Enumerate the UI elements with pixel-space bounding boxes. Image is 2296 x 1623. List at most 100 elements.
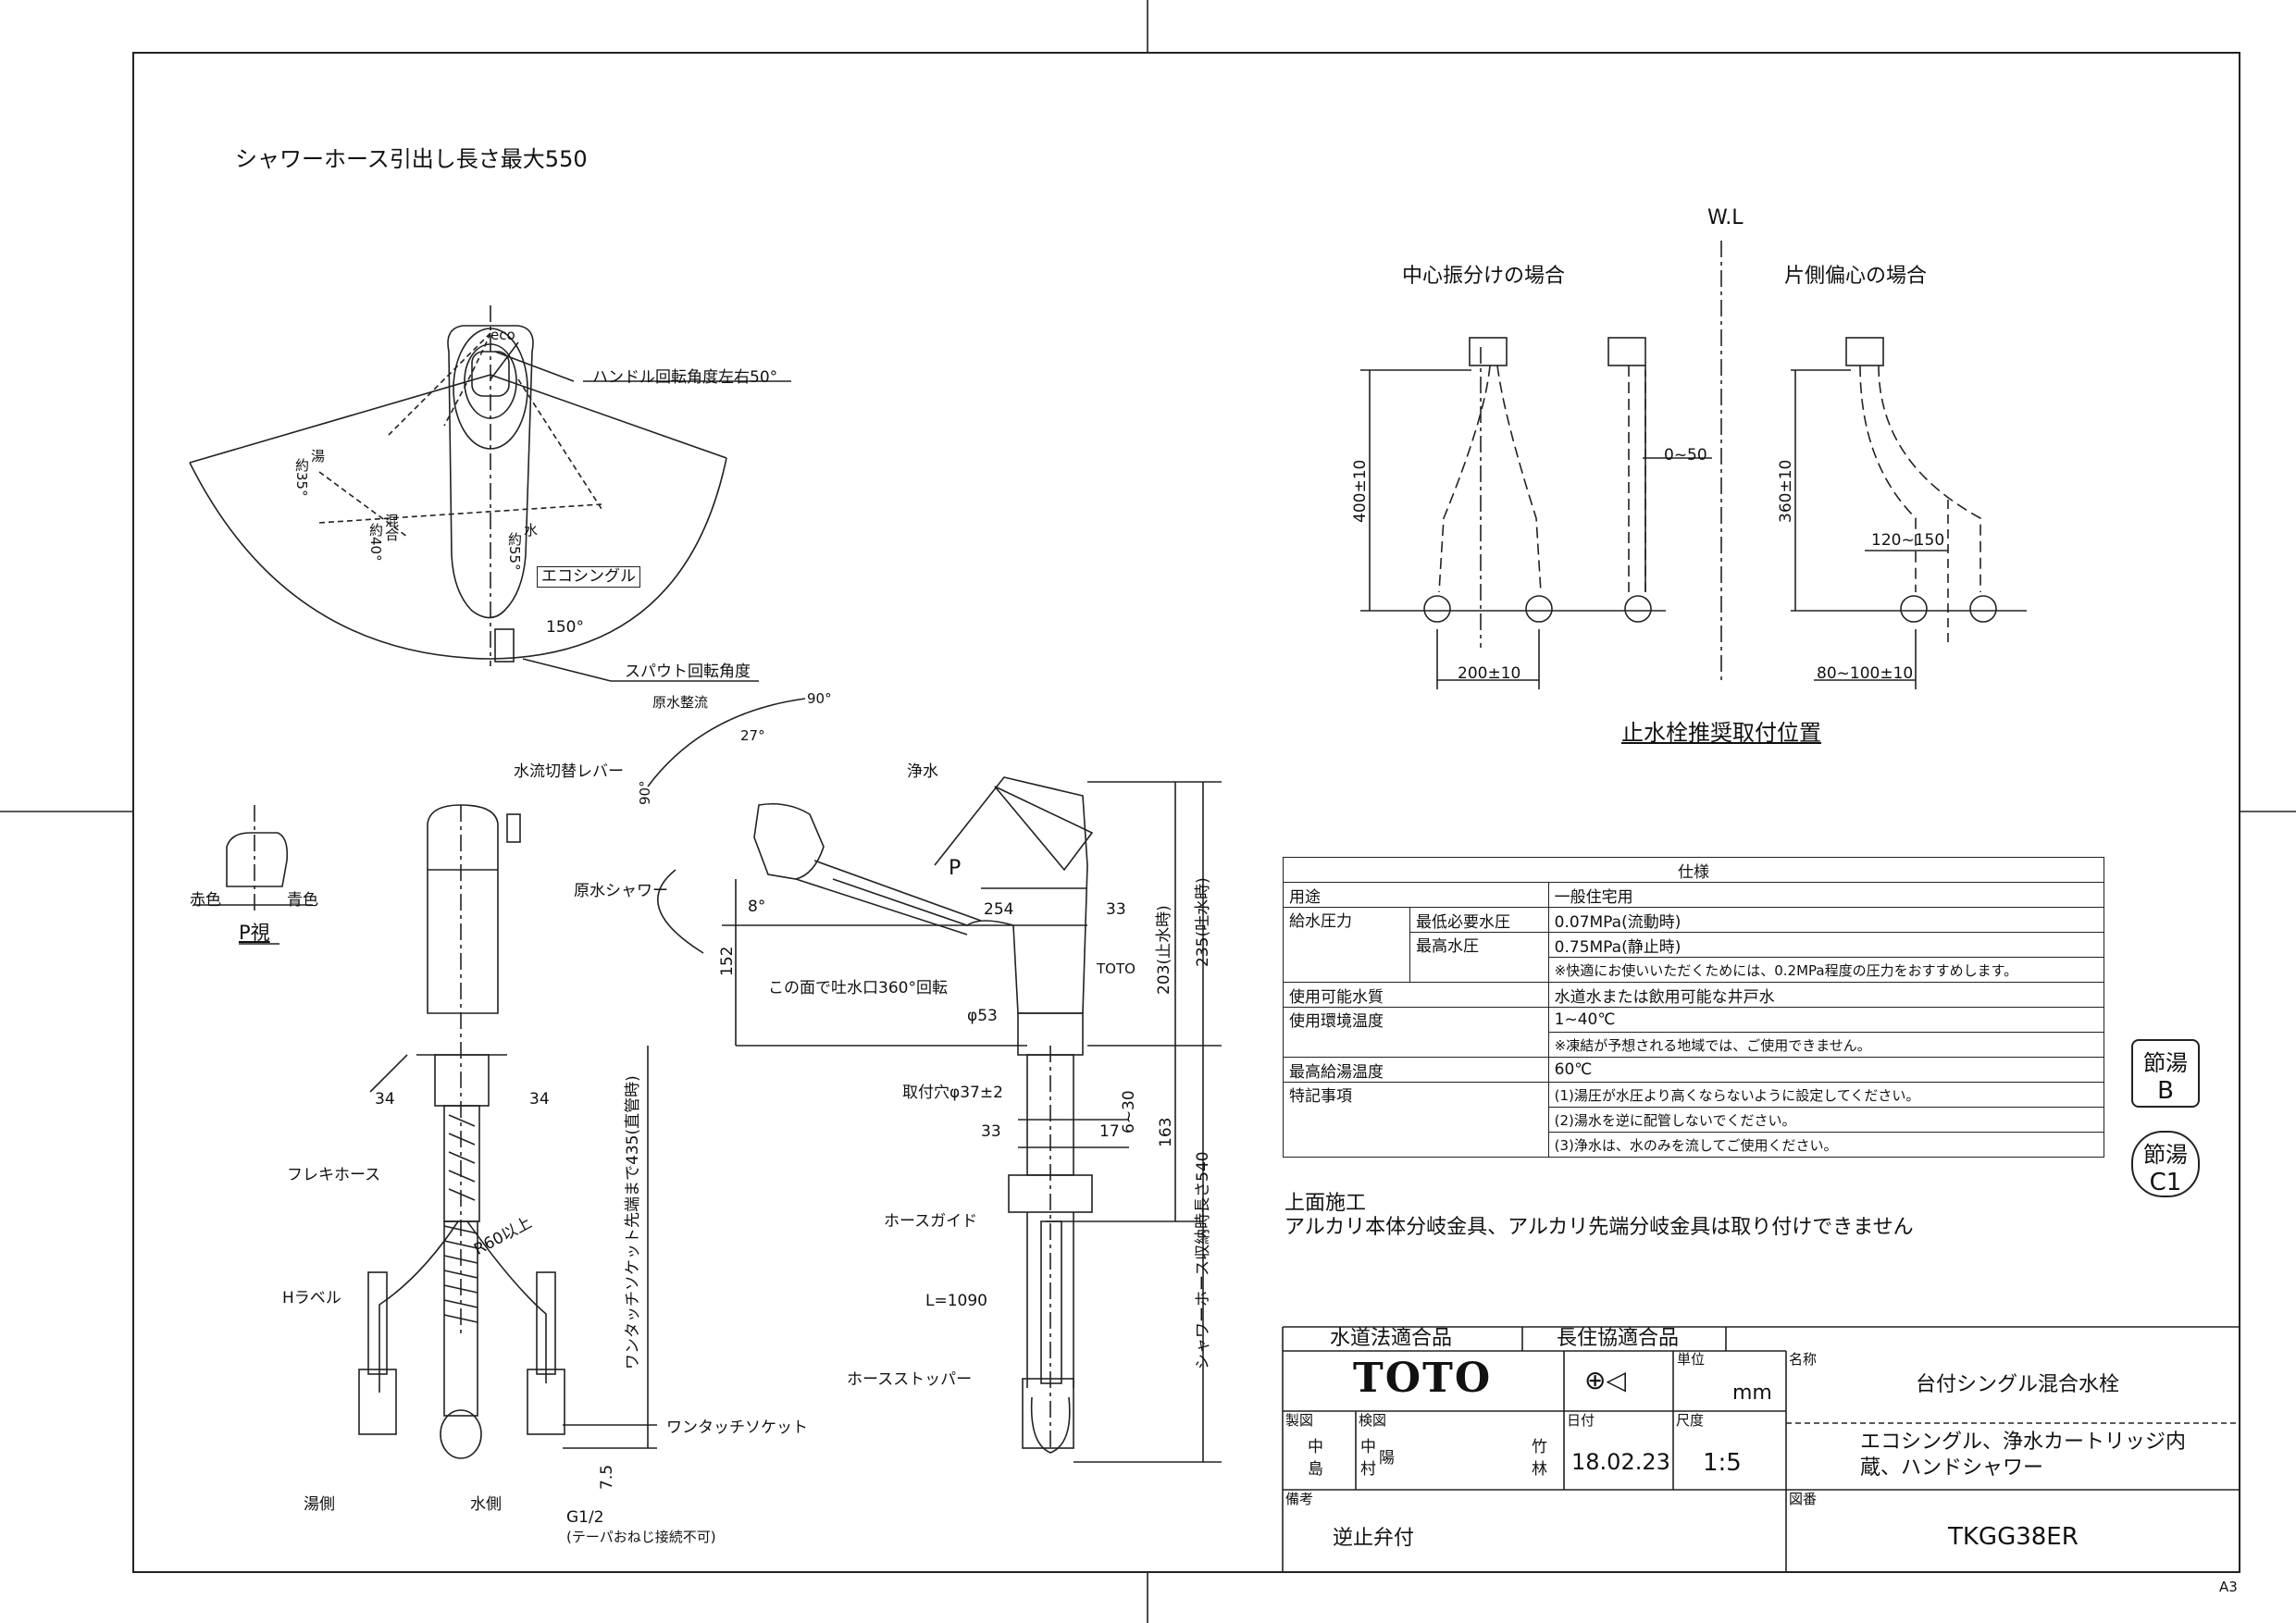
offset-case-title: 片側偏心の場合 bbox=[1784, 265, 1928, 288]
checked-by-d: 林 bbox=[1532, 1460, 1547, 1479]
max-pressure-value: 0.75MPa(静止時) bbox=[1547, 932, 2105, 958]
special-label: 特記事項 bbox=[1283, 1082, 1549, 1158]
angle-90-left: 90° bbox=[637, 780, 653, 805]
eco-single-box: エコシングル bbox=[537, 566, 640, 588]
unit-label: 単位 bbox=[1677, 1351, 1706, 1368]
flexi-hose-label: フレキホース bbox=[287, 1166, 381, 1184]
scale-label: 尺度 bbox=[1676, 1412, 1705, 1429]
min-pressure-value: 0.07MPa(流動時) bbox=[1547, 907, 2105, 933]
env-temp-note: ※凍結が予想される地域では、ご使用できません。 bbox=[1547, 1032, 2105, 1058]
spout-angle-value: 150° bbox=[546, 618, 584, 637]
hot-label: 湯 bbox=[309, 449, 326, 463]
spout-angle-label: スパウト回転角度 bbox=[625, 663, 751, 681]
eco-label: eco bbox=[490, 327, 515, 343]
water-saving-c1-stamp: 節湯 C1 bbox=[2131, 1131, 2200, 1197]
cold-label: 水 bbox=[522, 523, 539, 537]
stamp-c1-top: 節湯 bbox=[2143, 1142, 2188, 1168]
red-label: 赤色 bbox=[190, 891, 221, 910]
lever-label: 水流切替レバー bbox=[514, 762, 624, 781]
spec-title: 仕様 bbox=[1283, 857, 2104, 883]
handle-angle-label: ハンドル回転角度左右50° bbox=[592, 368, 778, 387]
dim-0-50: 0~50 bbox=[1664, 446, 1707, 465]
dim-200: 200±10 bbox=[1458, 664, 1521, 683]
angle-8: 8° bbox=[748, 898, 766, 916]
one-touch-length-label: ワンタッチソケット先端まで435(直管時) bbox=[624, 1075, 642, 1369]
max-hot-value: 60℃ bbox=[1547, 1057, 2105, 1083]
hose-guide-label: ホースガイド bbox=[884, 1212, 978, 1231]
checked-by-b: 村 bbox=[1360, 1460, 1376, 1479]
date-value: 18.02.23 bbox=[1571, 1449, 1670, 1475]
raw-shower-label: 原水シャワー bbox=[574, 882, 668, 900]
dim-400: 400±10 bbox=[1351, 459, 1370, 523]
angle-27: 27° bbox=[740, 727, 765, 744]
checked-by-a: 中 bbox=[1360, 1438, 1376, 1456]
p-arrow-label: P bbox=[949, 857, 962, 880]
dim-120-150: 120~150 bbox=[1871, 531, 1945, 550]
valve-position-caption: 止水栓推奨取付位置 bbox=[1621, 720, 1821, 746]
dim-163: 163 bbox=[1157, 1117, 1175, 1147]
unit-value: mm bbox=[1732, 1381, 1772, 1405]
checked-by-c: 竹 bbox=[1532, 1438, 1547, 1456]
valve-position-drawing bbox=[1360, 241, 2027, 689]
housing-compliance: 長住協適合品 bbox=[1557, 1327, 1680, 1350]
dim-80-100: 80~100±10 bbox=[1817, 664, 1914, 683]
pressure-note: ※快適にお使いいただくためには、0.2MPa程度の圧力をおすすめします。 bbox=[1547, 957, 2105, 983]
stamp-b-bottom: B bbox=[2157, 1077, 2174, 1105]
top-view-drawing bbox=[189, 305, 791, 682]
product-desc-line-3: 蔵、ハンドシャワー bbox=[1860, 1456, 2044, 1480]
special-note-1: (1)湯圧が水圧より高くならないように設定してください。 bbox=[1547, 1082, 2105, 1108]
product-desc-line-2: エコシングル、浄水カートリッジ内 bbox=[1860, 1431, 2187, 1454]
use-value: 一般住宅用 bbox=[1547, 882, 2105, 908]
dim-254: 254 bbox=[984, 900, 1014, 919]
h-label: Hラベル bbox=[282, 1289, 341, 1307]
phi-53: φ53 bbox=[967, 1007, 998, 1025]
toto-logo: TOTO bbox=[1353, 1355, 1493, 1402]
dim-33-bottom: 33 bbox=[981, 1122, 1001, 1141]
min-pressure-label: 最低必要水圧 bbox=[1409, 907, 1549, 933]
dim-6-30: 6~30 bbox=[1120, 1090, 1138, 1134]
angle-90-top: 90° bbox=[807, 690, 832, 707]
mixed-angle-label: 約40° bbox=[367, 523, 384, 562]
dim-34-left: 34 bbox=[375, 1090, 395, 1109]
p-view-caption: P視 bbox=[239, 922, 270, 944]
water-level-label: W.L bbox=[1707, 206, 1744, 229]
thread-label: G1/2 bbox=[566, 1508, 604, 1527]
drawing-number: TKGG38ER bbox=[1948, 1523, 2079, 1551]
title-block-lines bbox=[1282, 1326, 2240, 1572]
hot-side-label: 湯側 bbox=[304, 1495, 335, 1514]
special-note-3: (3)浄水は、水のみを流してご使用ください。 bbox=[1547, 1132, 2105, 1158]
env-temp-label: 使用環境温度 bbox=[1283, 1007, 1549, 1058]
front-view-drawing bbox=[358, 804, 657, 1459]
cold-angle-label: 約55° bbox=[506, 532, 523, 571]
stamp-c1-bottom: C1 bbox=[2149, 1169, 2182, 1196]
special-note-2: (2)湯水を逆に配管しないでください。 bbox=[1547, 1107, 2105, 1133]
name-label: 名称 bbox=[1789, 1351, 1818, 1368]
dim-34-right: 34 bbox=[529, 1090, 550, 1109]
water-saving-b-stamp: 節湯 B bbox=[2131, 1039, 2200, 1108]
dim-360: 360±10 bbox=[1777, 459, 1795, 523]
max-hot-label: 最高給湯温度 bbox=[1283, 1057, 1549, 1083]
remarks-value: 逆止弁付 bbox=[1333, 1527, 1415, 1550]
raw-stream-label: 原水整流 bbox=[652, 694, 709, 711]
checked-label: 検図 bbox=[1359, 1412, 1387, 1429]
projection-symbol-icon: ⊕◁ bbox=[1584, 1365, 1626, 1395]
dim-7-5: 7.5 bbox=[598, 1464, 616, 1490]
thread-note: (テーパおねじ接続不可) bbox=[566, 1529, 716, 1545]
dim-152: 152 bbox=[718, 946, 737, 976]
stamp-b-top: 節湯 bbox=[2143, 1050, 2188, 1076]
hose-stopper-label: ホースストッパー bbox=[847, 1370, 973, 1389]
checked-seal: 陽 bbox=[1379, 1449, 1395, 1468]
dim-235: 235(吐水時) bbox=[1194, 877, 1212, 967]
drawn-by-b: 島 bbox=[1308, 1460, 1323, 1479]
drawn-label: 製図 bbox=[1285, 1412, 1314, 1429]
hole-label: 取付穴φ37±2 bbox=[902, 1084, 1003, 1102]
dim-203: 203(止水時) bbox=[1155, 905, 1173, 995]
use-label: 用途 bbox=[1283, 882, 1549, 908]
shower-hose-length: シャワーホース収納時長さ540 bbox=[1194, 1151, 1212, 1369]
sheet-size: A3 bbox=[2219, 1579, 2238, 1595]
hot-angle-label: 約35° bbox=[293, 458, 310, 497]
water-quality-label: 使用可能水質 bbox=[1283, 982, 1549, 1008]
water-law-compliance: 水道法適合品 bbox=[1330, 1327, 1453, 1350]
scale-value: 1:5 bbox=[1703, 1449, 1742, 1477]
